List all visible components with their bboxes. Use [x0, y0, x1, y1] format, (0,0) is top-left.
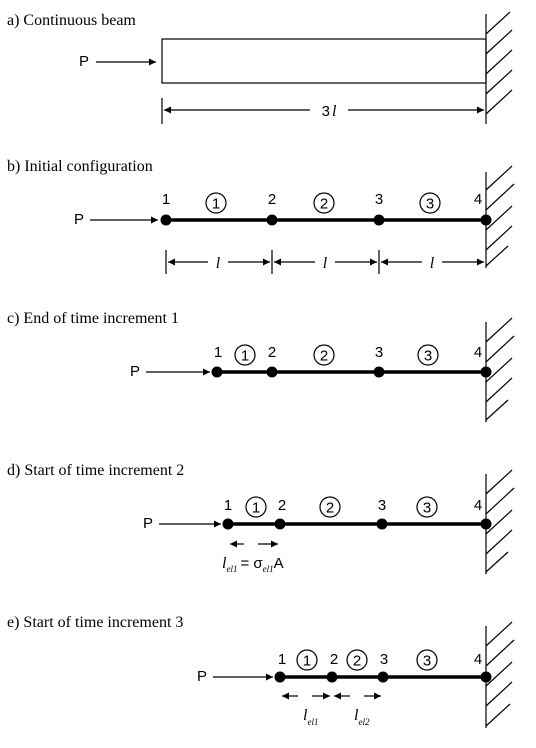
load-label-a: P [79, 53, 89, 70]
element-label-1-c: 1 [241, 348, 249, 365]
element-circle-1-b [205, 192, 227, 214]
segment-length-2-b: l [323, 255, 328, 272]
node-2-c [266, 366, 278, 378]
node-label-3-d: 3 [378, 497, 386, 514]
wall-hatch-a [485, 11, 513, 115]
panel-b: b) Initial configuration P 1 2 3 4 1 2 3 [7, 158, 515, 274]
load-label-e: P [197, 668, 207, 685]
node-2-b [266, 214, 278, 226]
node-3-c [373, 366, 385, 378]
node-label-4-e: 4 [474, 651, 482, 668]
element-label-2-b: 2 [320, 196, 328, 213]
node-label-1-b: 1 [162, 191, 170, 208]
element-circle-2-d [319, 496, 341, 518]
element-circle-3-d [416, 496, 438, 518]
node-label-3-b: 3 [375, 191, 383, 208]
wall-hatch-c [485, 317, 515, 421]
element-label-2-c: 2 [320, 348, 328, 365]
element-label-2-d: 2 [326, 500, 334, 517]
element-label-2-e: 2 [353, 653, 361, 670]
node-1-b [160, 214, 172, 226]
panel-e: e) Start of time increment 3 P 1 2 3 4 1… [7, 614, 515, 728]
node-label-4-d: 4 [474, 497, 482, 514]
node-label-2-b: 2 [268, 191, 276, 208]
element-label-3-d: 3 [423, 500, 431, 517]
load-label-d: P [143, 515, 153, 532]
node-2-e [326, 671, 338, 683]
node-label-4-b: 4 [474, 191, 482, 208]
length-el1-label-e: lel1 [303, 707, 318, 727]
node-label-1-d: 1 [224, 497, 232, 514]
element-circle-1-d [245, 496, 267, 518]
node-label-1-e: 1 [278, 651, 286, 668]
element-circle-1-c [234, 344, 256, 366]
load-label-b: P [74, 211, 84, 228]
element-circle-2-b [313, 192, 335, 214]
panel-c-title: c) End of time increment 1 [7, 310, 179, 327]
node-label-4-c: 4 [474, 344, 482, 361]
node-1-d [222, 518, 234, 530]
element-label-3-c: 3 [424, 348, 432, 365]
node-2-d [274, 518, 286, 530]
element-label-1-e: 1 [303, 653, 311, 670]
element-circle-3-b [419, 192, 441, 214]
element-circle-2-c [313, 344, 335, 366]
element-circle-2-e [346, 649, 368, 671]
element-label-3-b: 3 [426, 196, 434, 213]
length-el2-label-e: lel2 [354, 707, 370, 727]
wall-hatch-e [485, 621, 515, 727]
length-formula-d: lel1= σel1A [222, 555, 284, 574]
panel-d-title: d) Start of time increment 2 [7, 462, 184, 479]
panel-a-title: a) Continuous beam [7, 12, 136, 29]
element-label-1-b: 1 [212, 196, 220, 213]
node-label-2-d: 2 [278, 497, 286, 514]
element-label-1-d: 1 [252, 500, 260, 517]
segment-length-3-b: l [430, 255, 435, 272]
element-circle-1-e [296, 649, 318, 671]
element-circle-3-e [416, 649, 438, 671]
node-3-e [377, 671, 389, 683]
panel-b-title: b) Initial configuration [7, 158, 153, 175]
panel-c: c) End of time increment 1 P 1 2 3 4 1 2… [7, 310, 515, 422]
wall-hatch-b [485, 165, 515, 267]
node-3-d [376, 518, 388, 530]
node-label-2-e: 2 [330, 651, 338, 668]
panel-d: d) Start of time increment 2 P 1 2 3 4 1… [7, 462, 515, 574]
node-label-2-c: 2 [268, 344, 276, 361]
node-1-e [274, 671, 286, 683]
load-label-c: P [130, 363, 140, 380]
element-circle-3-c [417, 344, 439, 366]
node-label-3-e: 3 [380, 651, 388, 668]
wall-hatch-d [485, 469, 515, 573]
node-3-b [373, 214, 385, 226]
node-1-c [211, 366, 223, 378]
panel-e-title: e) Start of time increment 3 [7, 614, 183, 631]
continuous-beam-rect [161, 38, 487, 84]
node-label-1-c: 1 [214, 344, 222, 361]
segment-length-1-b: l [216, 255, 221, 272]
element-label-3-e: 3 [423, 653, 431, 670]
node-label-3-c: 3 [375, 344, 383, 361]
